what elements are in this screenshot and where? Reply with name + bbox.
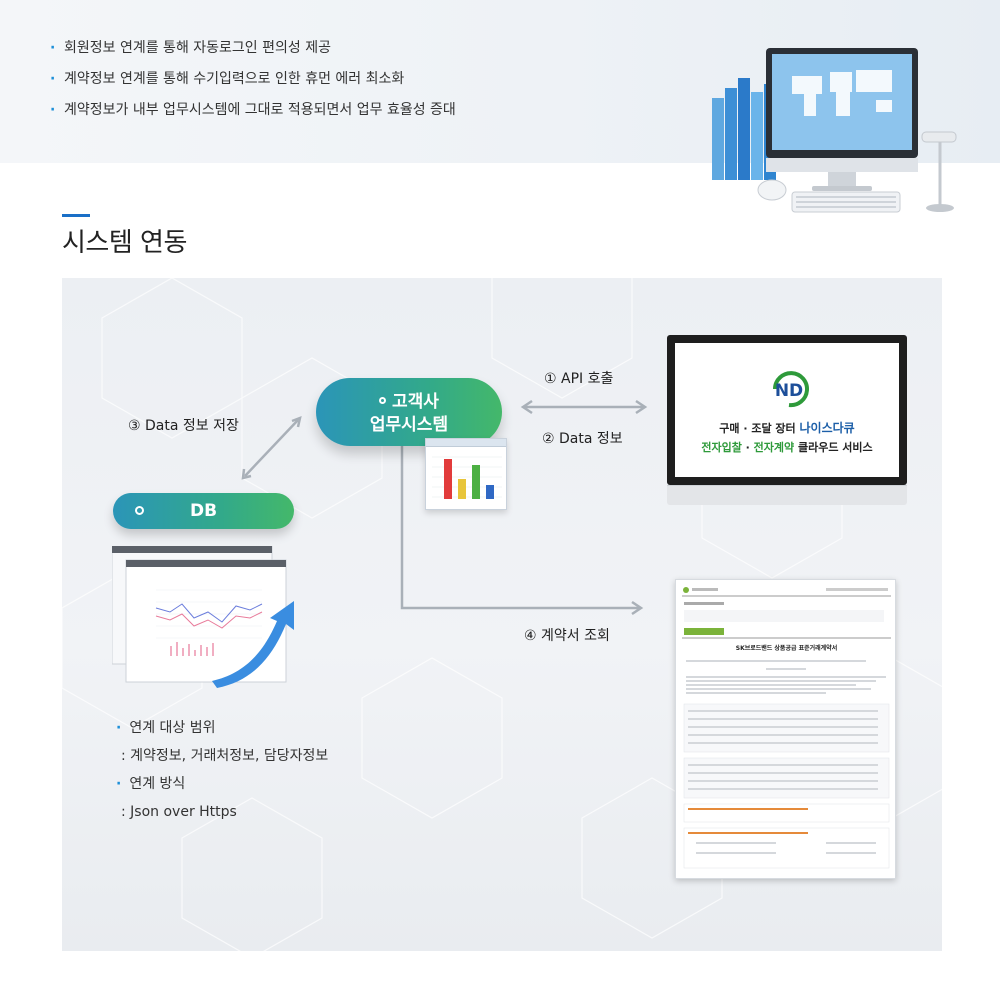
flow-label-api-call: ① API 호출 (544, 371, 614, 387)
contract-document-title: SK브로드밴드 상품공급 표준거래계약서 (735, 645, 838, 652)
erp-label-line2: 업무시스템 (369, 415, 449, 435)
nicedocu-logo-icon: ND (773, 371, 809, 408)
nicedocu-tagline-prefix: 구매 · 조달 장터 (719, 422, 796, 435)
integration-notes: ·연계 대상 범위 : 계약정보, 거래처정보, 담당자정보 ·연계 방식 : … (116, 718, 328, 830)
bullet-icon (379, 397, 387, 404)
contract-document: SK브로드밴드 상품공급 표준거래계약서 (675, 579, 896, 879)
section-title-accent (62, 214, 90, 217)
nicedocu-e-bidding: 전자입찰 (701, 441, 742, 454)
customer-erp-node: 고객사 업무시스템 (316, 378, 502, 446)
intro-bullet: ·계약정보가 내부 업무시스템에 그대로 적용되면서 업무 효율성 증대 (50, 102, 456, 118)
db-dashboard-illustration (112, 546, 294, 688)
intro-bullet: ·회원정보 연계를 통해 자동로그인 편의성 제공 (50, 40, 331, 56)
flow-label-data-store: ③ Data 정보 저장 (128, 418, 239, 434)
method-value: : Json over Https (121, 804, 237, 820)
intro-bullet: ·계약정보 연계를 통해 수기입력으로 인한 휴먼 에러 최소화 (50, 71, 405, 87)
db-node: DB (113, 493, 294, 529)
scope-value: : 계약정보, 거래처정보, 담당자정보 (121, 748, 329, 764)
flow-label-contract-view: ④ 계약서 조회 (524, 628, 610, 644)
nicedocu-brand: 나이스다큐 (799, 421, 855, 435)
flow-label-data-info: ② Data 정보 (542, 431, 623, 447)
integration-diagram: 고객사 업무시스템 DB ① API 호출 ② Data 정보 ③ Data 정… (62, 278, 942, 951)
erp-label-line1: 고객사 (392, 392, 439, 412)
db-label: DB (189, 501, 218, 521)
section-title: 시스템 연동 (62, 228, 187, 258)
chart-window-icon (425, 438, 507, 510)
svg-text:ND: ND (775, 381, 803, 401)
method-label: 연계 방식 (129, 776, 186, 792)
intro-bullets: ·회원정보 연계를 통해 자동로그인 편의성 제공 ·계약정보 연계를 통해 수… (50, 38, 456, 131)
bullet-icon (135, 506, 144, 515)
computer-illustration (712, 48, 957, 213)
nicedocu-cloud-service: 클라우드 서비스 (794, 441, 873, 454)
nicedocu-monitor: ND 구매 · 조달 장터 나이스다큐 전자입찰 · 전자계약 클라우드 서비스 (667, 335, 907, 505)
nicedocu-e-contract: 전자계약 (753, 441, 795, 454)
scope-label: 연계 대상 범위 (129, 720, 216, 736)
